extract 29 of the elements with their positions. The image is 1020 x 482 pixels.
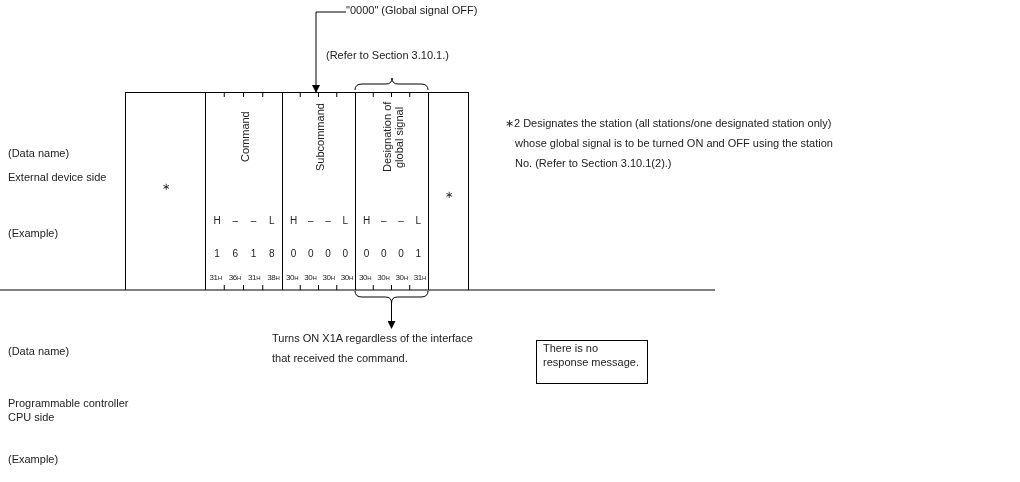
example-value-row-text: 1 6 1 8 — [213, 248, 276, 259]
result-text: Turns ON X1A regardless of the interface that received the command. — [272, 328, 487, 368]
reference-note: (Refer to Section 3.10.1.) — [326, 48, 449, 62]
field-name: Designation of global signal — [380, 100, 405, 175]
field-column — [282, 92, 356, 290]
field-column — [355, 92, 429, 290]
frame-column — [428, 92, 469, 290]
asterisk: ∗ — [161, 181, 171, 192]
field-column — [205, 92, 283, 290]
row-label: Programmable controller CPU side — [8, 396, 130, 424]
row-label: (Data name) — [8, 146, 70, 160]
arrow — [354, 290, 429, 329]
arrow — [312, 11, 347, 93]
footnote: ∗2 Designates the station (all stations/one designated station only) whose global signal is to be turned ON and OFF using the station No. (Refer to Section 3.10.1(2).) — [505, 116, 834, 171]
byte-order-row-text: H – – L — [362, 215, 423, 226]
field-name: Subcommand — [313, 102, 326, 173]
row-label: External device side — [8, 170, 108, 184]
leader-text: "0000" (Global signal OFF) — [346, 4, 478, 16]
byte-order-row-text: H – – L — [289, 215, 350, 226]
field-name: Command — [238, 110, 251, 165]
row-label: (Example) — [8, 226, 59, 240]
row-label: (Example) — [8, 452, 59, 466]
byte-order-row-text: H – – L — [212, 215, 276, 226]
frame-column — [125, 92, 206, 290]
asterisk: ∗ — [443, 189, 454, 200]
example-value-row-text: 0 0 0 0 — [289, 248, 350, 259]
row-label: (Data name) — [8, 344, 70, 358]
example-value-row-text: 0 0 0 1 — [362, 248, 423, 259]
note-box: There is no response message. — [536, 340, 648, 384]
